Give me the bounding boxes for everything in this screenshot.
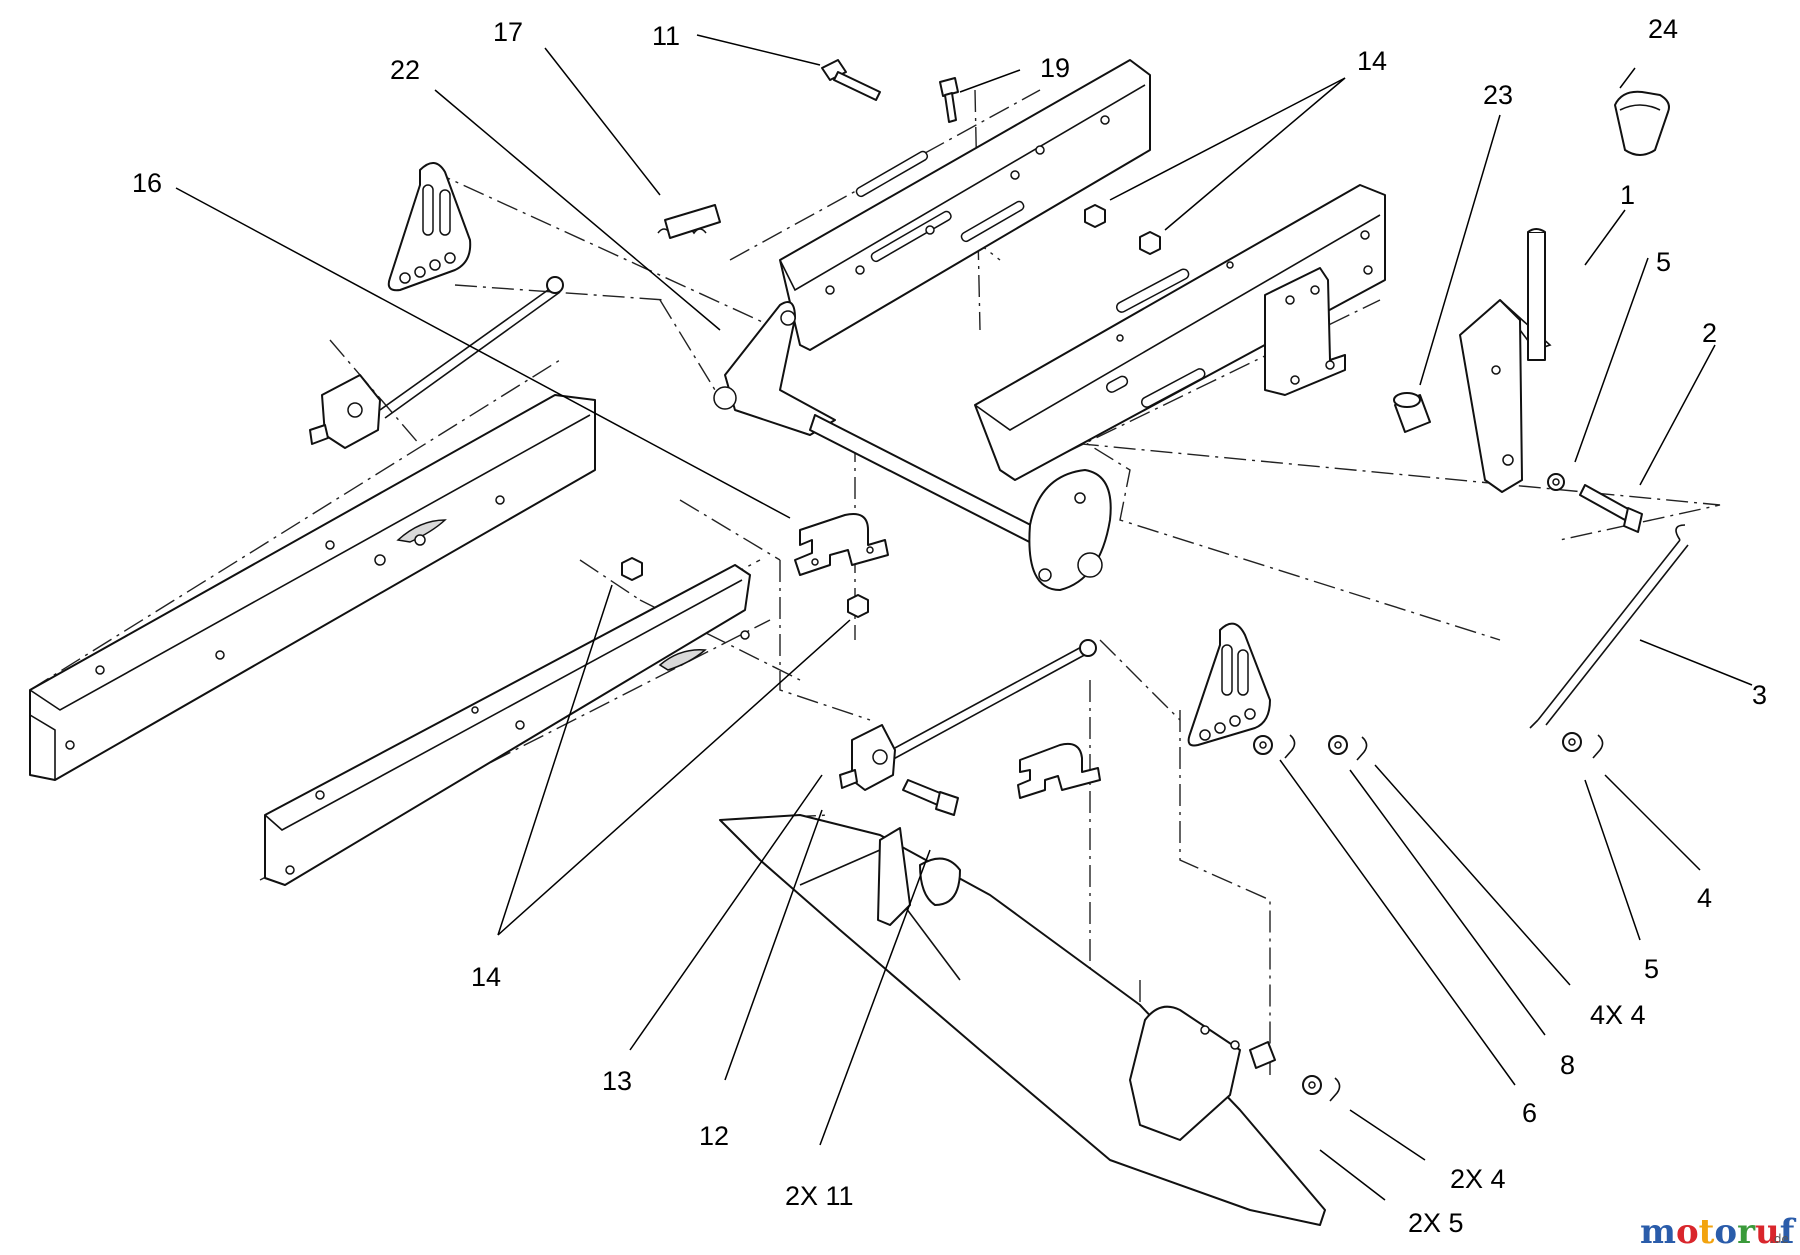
callout-labels: 24 17 11 22 19 14 23 16 1 5 2 3 4 5 4X 4…: [132, 14, 1767, 1238]
right-adjuster-plate: [1187, 622, 1271, 747]
nut: [1084, 204, 1106, 228]
callout-14-bottom: 14: [471, 962, 501, 992]
callout-5-upper: 5: [1656, 247, 1671, 277]
lower-clip-bracket: [1017, 742, 1101, 799]
watermark-letter: o: [1676, 1212, 1699, 1252]
center-clip-bracket: [794, 513, 889, 576]
watermark-letter: o: [1714, 1212, 1737, 1252]
callout-14-top: 14: [1357, 46, 1387, 76]
callout-2x4: 2X 4: [1450, 1164, 1506, 1194]
callout-12: 12: [699, 1121, 729, 1151]
washers-and-clips: [1253, 732, 1604, 1102]
watermark-tld: .de: [1770, 1232, 1789, 1246]
callout-2x5: 2X 5: [1408, 1208, 1464, 1238]
watermark-letter: m: [1640, 1212, 1676, 1252]
lift-lever: [1459, 90, 1670, 493]
upper-left-adjuster-plate: [387, 162, 472, 292]
callout-24: 24: [1648, 14, 1678, 44]
upper-left-rod: [309, 276, 564, 449]
callout-22: 22: [390, 55, 420, 85]
spring: [657, 204, 721, 239]
nut: [847, 594, 869, 618]
callout-4: 4: [1697, 883, 1712, 913]
callout-5-lower: 5: [1644, 954, 1659, 984]
callout-4x4: 4X 4: [1590, 1000, 1646, 1030]
watermark: motoruf .de: [1640, 1212, 1797, 1252]
callout-16: 16: [132, 168, 162, 198]
callout-17: 17: [493, 17, 523, 47]
deck-lift-arm: [719, 814, 1326, 1226]
callout-3: 3: [1752, 680, 1767, 710]
watermark-letter: u: [1755, 1212, 1780, 1252]
callout-13: 13: [602, 1066, 632, 1096]
callout-2x11: 2X 11: [785, 1181, 854, 1211]
callout-19: 19: [1040, 53, 1070, 83]
callout-11-top: 11: [652, 21, 680, 51]
upper-crossmember: [779, 59, 1151, 351]
nuts: [621, 204, 1161, 618]
callout-8: 8: [1560, 1050, 1575, 1080]
bolt-2: [1547, 473, 1643, 533]
right-crossmember: [974, 184, 1386, 481]
nut: [621, 557, 643, 581]
watermark-logo: motoruf: [1640, 1212, 1797, 1252]
right-mount-bracket: [1264, 267, 1346, 396]
callout-23: 23: [1483, 80, 1513, 110]
callout-6: 6: [1522, 1098, 1537, 1128]
watermark-letter: f: [1780, 1212, 1797, 1252]
pivot-bracket-and-shaft: [713, 301, 1112, 591]
left-frame-rail: [29, 394, 596, 781]
callout-2: 2: [1702, 318, 1717, 348]
lower-left-rail: [264, 564, 751, 886]
callout-1: 1: [1620, 180, 1635, 210]
rod-3: [1529, 524, 1689, 729]
leader-lines: [175, 34, 1753, 1201]
spacer: [1393, 392, 1431, 433]
watermark-letter: t: [1699, 1212, 1715, 1252]
nut: [1139, 231, 1161, 255]
lower-rod-assembly: [839, 639, 1097, 816]
watermark-letter: r: [1737, 1212, 1756, 1252]
bolts-top: [821, 59, 959, 123]
